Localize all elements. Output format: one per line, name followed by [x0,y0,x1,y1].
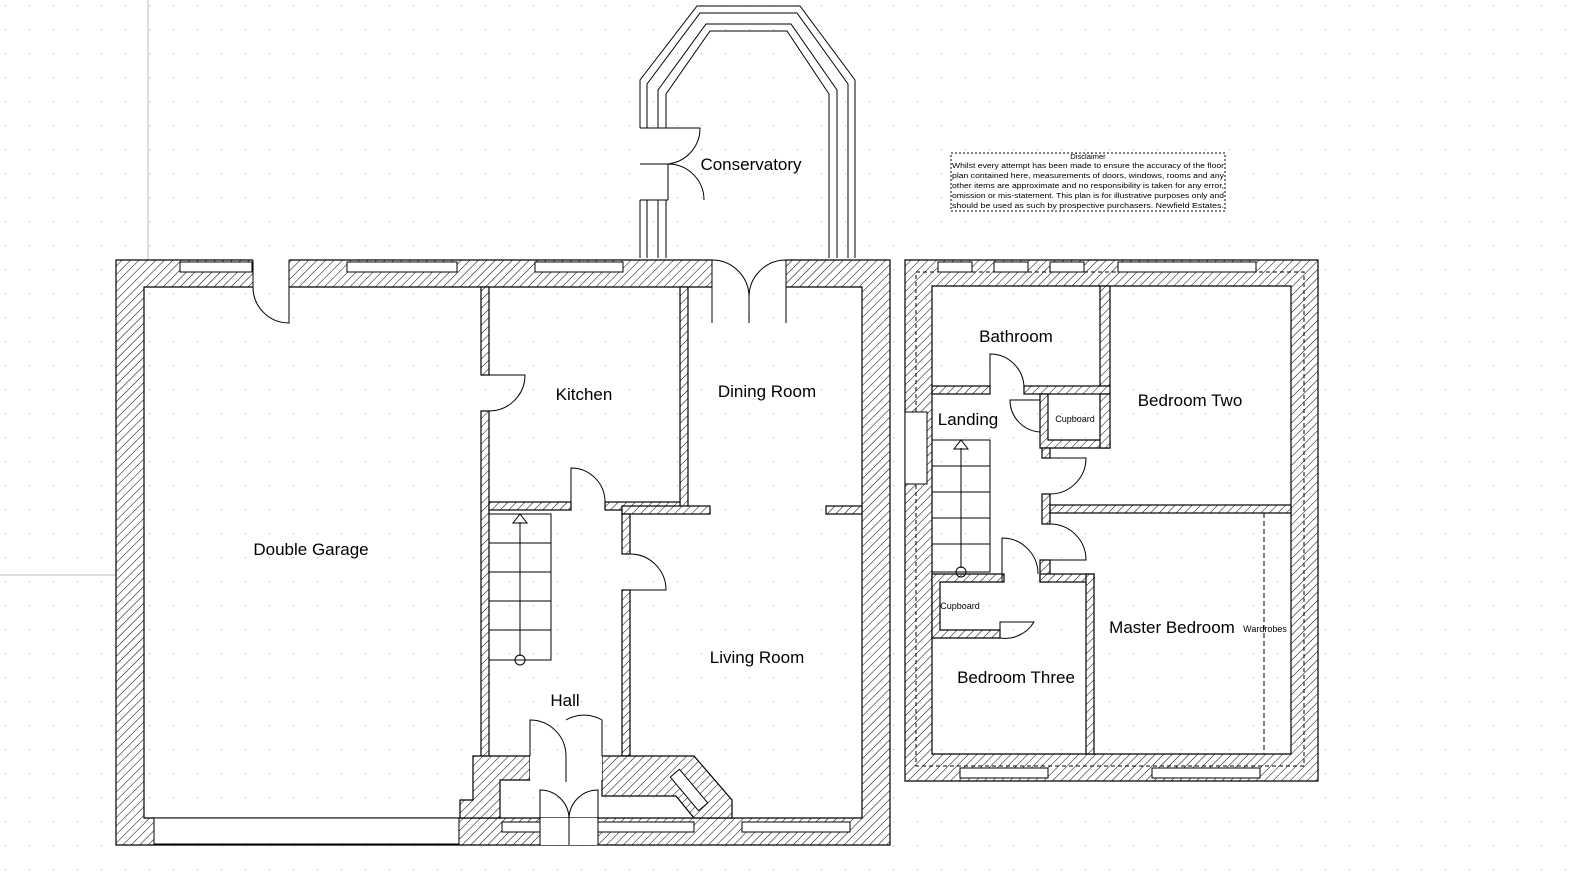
partition-wall [621,513,631,555]
partition-wall [931,385,991,395]
label-wardrobes: Wardrobes [1243,624,1287,634]
disclaimer-line: plan contained here, measurements of doo… [952,171,1224,180]
door-swing [570,467,606,503]
window [153,817,460,845]
window [1151,767,1261,779]
partition-wall [1099,393,1111,449]
partition-wall [480,410,490,757]
door-swing [629,553,667,591]
door-swing [748,259,787,323]
room-label-double-garage: Double Garage [253,540,368,559]
window [179,261,253,273]
partition-wall [931,573,1005,639]
door-swing [989,353,1025,390]
disclaimer-box: Disclaimer Whilst every attempt has been… [950,152,1226,212]
door-swing [1001,537,1039,582]
window [501,821,541,833]
door-swing [565,714,603,756]
conservatory-structure [637,5,856,258]
window [1117,261,1257,273]
room-label-dining-room: Dining Room [718,382,816,401]
door-swing [568,789,599,845]
room-label-bedroom-two: Bedroom Two [1138,391,1243,410]
partition-wall [480,286,490,376]
partition-wall [1085,573,1095,755]
disclaimer-line: other items are approximate and no respo… [952,181,1224,190]
room-label-hall: Hall [550,691,579,710]
door-swing [1009,399,1041,433]
door-swing [667,127,701,165]
room-label-living-room: Living Room [710,648,805,667]
door-swing [999,621,1035,639]
window [534,261,624,273]
window [669,768,709,812]
door-swing [1049,523,1087,561]
label-cupboard-lower: Cupboard [940,601,980,611]
window [346,261,458,273]
window [959,767,1049,779]
partition-wall [1041,447,1051,459]
disclaimer-title: Disclaimer [1070,152,1106,161]
partition-wall [1099,285,1111,387]
ground-floor-outer-wall [115,259,891,846]
partition-wall [1049,504,1292,514]
window [597,821,695,833]
first-floor [904,259,1319,782]
partition-wall [679,286,689,510]
partition-wall [825,505,863,515]
room-label-kitchen: Kitchen [556,385,613,404]
window [1049,261,1085,273]
room-label-landing: Landing [938,410,999,429]
partition-wall [1023,385,1111,395]
partition-wall [488,501,572,511]
door-swing [667,163,705,201]
room-label-bathroom: Bathroom [979,327,1053,346]
ground-floor [115,5,891,846]
staircase [488,513,552,666]
room-label-conservatory: Conservatory [700,155,802,174]
partition-wall [621,505,711,515]
door-swing [529,719,567,782]
window [937,261,973,273]
partition-wall [1041,493,1051,525]
window [741,821,851,833]
label-cupboard-upper: Cupboard [1055,414,1095,424]
door-swing [1049,457,1087,495]
disclaimer-line: omission or mis-statement. This plan is … [952,191,1224,200]
disclaimer-line: Whilst every attempt has been made to en… [952,161,1225,170]
door-swing [640,127,668,201]
disclaimer-line: should be used as such by prospective pu… [952,201,1224,210]
room-label-master-bedroom: Master Bedroom [1109,618,1235,637]
staircase [931,439,991,578]
door-swing [252,286,290,324]
door-swing [488,374,526,412]
window [993,261,1029,273]
room-label-bedroom-three: Bedroom Three [957,668,1075,687]
window [904,411,928,485]
partition-wall [621,589,631,757]
